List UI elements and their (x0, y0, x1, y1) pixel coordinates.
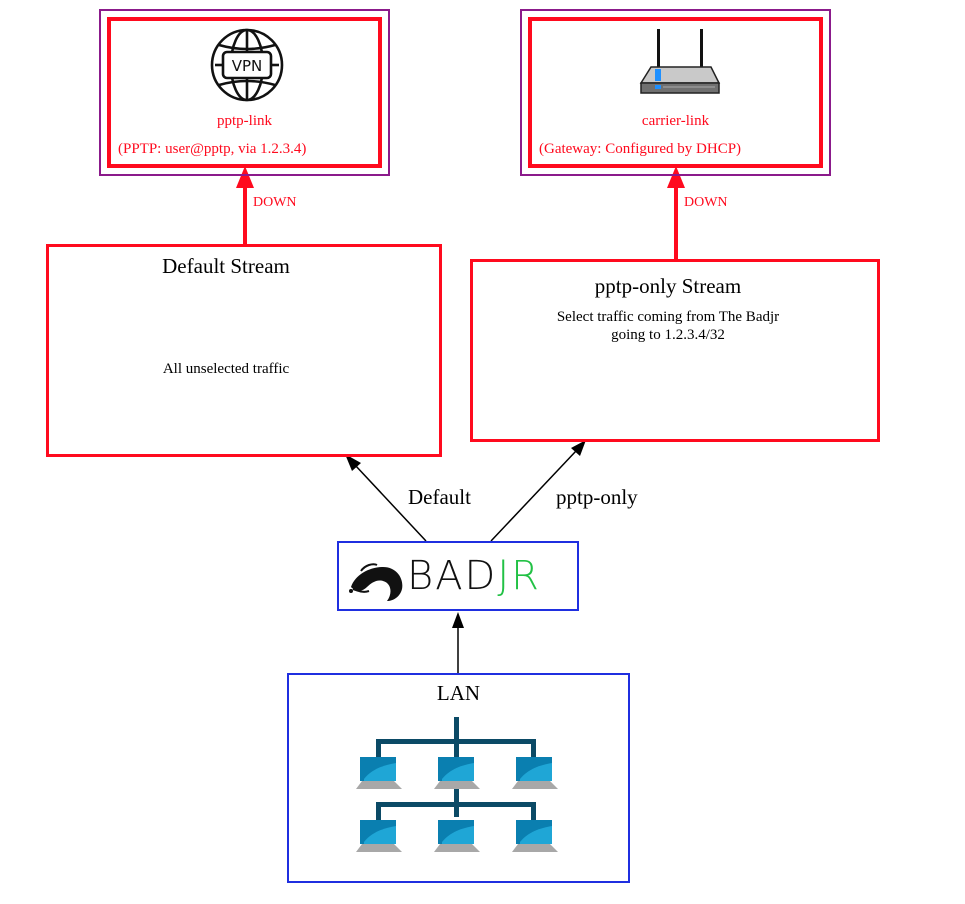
arrowhead (345, 454, 361, 471)
edge-pptp-only-to-carrier-link (667, 166, 685, 260)
edge-label-pptp-only: pptp-only (556, 485, 638, 509)
computer-row-bottom (356, 820, 558, 852)
default-stream-node[interactable]: Default Stream All unselected traffic (46, 244, 442, 457)
edge-lan-to-badjr (452, 612, 464, 673)
pptp-only-stream-node[interactable]: pptp-only Stream Select traffic coming f… (470, 259, 880, 442)
edge-label-default: Default (408, 485, 471, 509)
badjr-router-node[interactable]: BADJR (337, 541, 579, 611)
pptp-link-detail: (PPTP: user@pptp, via 1.2.3.4) (118, 141, 307, 157)
badjr-logo-text: BADJR (407, 553, 541, 599)
default-stream-title: Default Stream (162, 254, 290, 278)
vpn-globe-icon: VPN (210, 28, 284, 102)
pptp-only-stream-title: pptp-only Stream (594, 274, 742, 298)
router-icon (639, 29, 721, 94)
badjr-logo-text-dark: BAD (407, 553, 498, 599)
vpn-icon-text: VPN (232, 57, 263, 75)
arrowhead (667, 166, 685, 188)
pptp-only-stream-description-line2: going to 1.2.3.4/32 (611, 327, 725, 343)
carrier-link-detail: (Gateway: Configured by DHCP) (539, 141, 742, 157)
edge-badjr-to-pptp-only-stream (490, 440, 586, 542)
lan-node[interactable]: LAN (287, 673, 630, 883)
pptp-link-frame: VPN pptp-link (PPTP: user@pptp, via 1.2.… (107, 17, 382, 168)
default-stream-description: All unselected traffic (162, 361, 290, 377)
lan-title: LAN (436, 681, 481, 705)
badjr-logo-text-green: JR (497, 553, 541, 599)
edge-default-to-pptp-link (236, 166, 254, 245)
edge-badjr-to-default-stream (345, 454, 427, 542)
carrier-link-frame: carrier-link (Gateway: Configured by DHC… (528, 17, 823, 168)
arrowhead (236, 166, 254, 188)
pptp-only-stream-description-line1: Select traffic coming from The Badjr (556, 309, 780, 325)
pptp-link-node[interactable]: VPN pptp-link (PPTP: user@pptp, via 1.2.… (99, 9, 390, 176)
carrier-link-node[interactable]: carrier-link (Gateway: Configured by DHC… (520, 9, 831, 176)
pptp-link-name: pptp-link (217, 113, 272, 129)
badger-icon (349, 563, 403, 601)
carrier-link-status-label: DOWN (684, 195, 728, 210)
arrowhead (452, 612, 464, 628)
arrowhead (571, 440, 586, 456)
network-computers-icon (356, 717, 558, 852)
computer-row-top (356, 757, 558, 789)
pptp-link-status-label: DOWN (253, 195, 297, 210)
carrier-link-name: carrier-link (641, 113, 710, 129)
